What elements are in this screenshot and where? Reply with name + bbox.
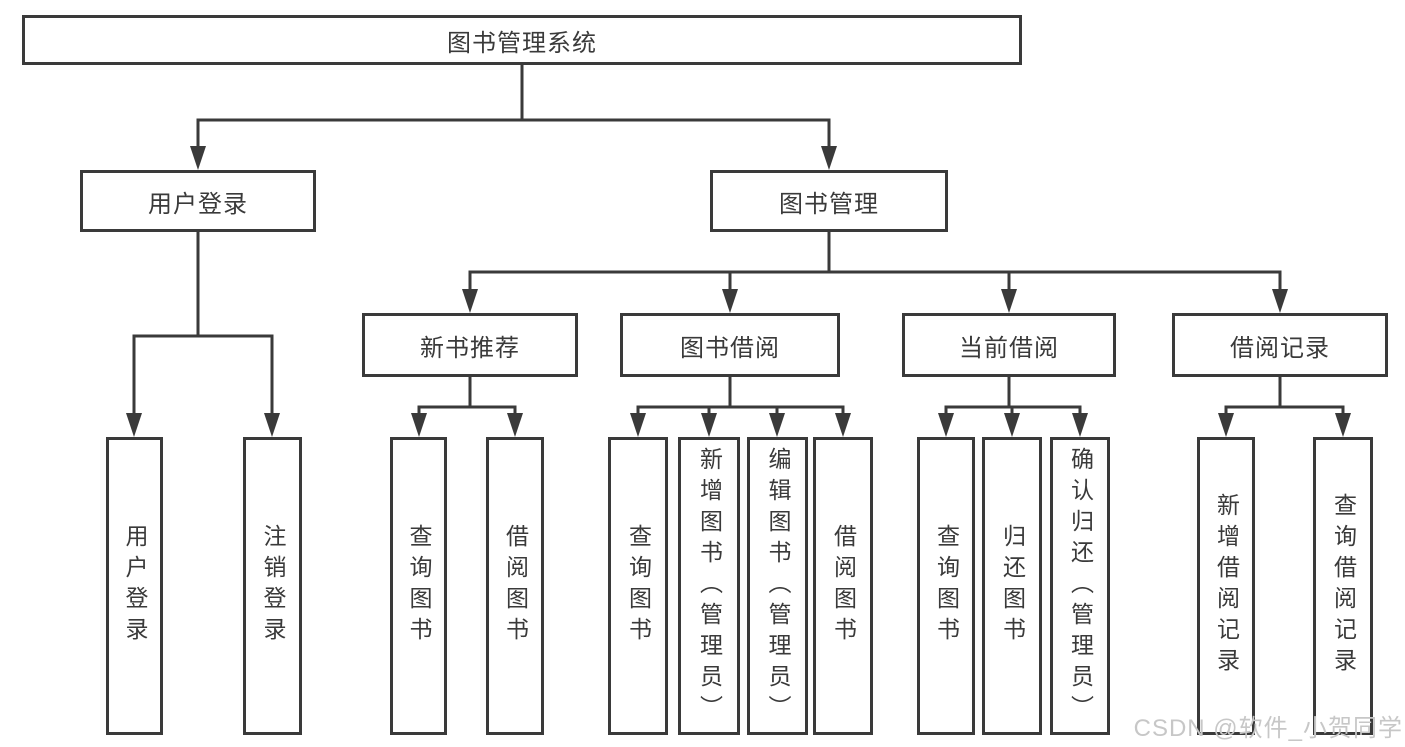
arrowhead-icon (722, 289, 738, 313)
connector (411, 375, 523, 437)
node-user-login: 用户登录 (80, 170, 316, 232)
leaf-return-books: 归还图书 (982, 437, 1042, 735)
leaf-query-borrow-record: 查询借阅记录 (1313, 437, 1373, 735)
arrowhead-icon (1272, 289, 1288, 313)
node-root-label: 图书管理系统 (447, 29, 597, 57)
connector (938, 375, 1088, 437)
arrowhead-icon (1004, 413, 1020, 437)
node-new-book-recommend: 新书推荐 (362, 313, 578, 377)
arrowhead-icon (126, 413, 142, 437)
arrowhead-icon (769, 413, 785, 437)
leaf-query-borrow-record-label: 查询借阅记录 (1330, 493, 1357, 679)
arrowhead-icon (938, 413, 954, 437)
leaf-confirm-return-admin-label: 确认归还（管理员） (1067, 446, 1094, 726)
leaf-edit-book-admin: 编辑图书（管理员） (747, 437, 808, 735)
arrowhead-icon (411, 413, 427, 437)
node-new-book-recommend-label: 新书推荐 (420, 334, 520, 362)
node-book-management-label: 图书管理 (779, 190, 879, 218)
watermark: CSDN @软件_小贺同学 (1133, 715, 1403, 742)
leaf-edit-book-admin-label: 编辑图书（管理员） (765, 446, 791, 726)
leaf-query-books-3: 查询图书 (917, 437, 975, 735)
arrowhead-icon (1218, 413, 1234, 437)
leaf-add-borrow-record-label: 新增借阅记录 (1213, 493, 1240, 679)
arrowhead-icon (630, 413, 646, 437)
connector (462, 230, 1288, 313)
leaf-query-books-1-label: 查询图书 (406, 524, 432, 648)
connector (190, 63, 837, 170)
arrowhead-icon (1072, 413, 1088, 437)
leaf-query-books-1: 查询图书 (390, 437, 447, 735)
leaf-borrow-books-2-label: 借阅图书 (830, 524, 857, 648)
arrowhead-icon (190, 146, 206, 170)
connector (1218, 375, 1351, 437)
leaf-borrow-books-1-label: 借阅图书 (502, 524, 529, 648)
leaf-borrow-books-2: 借阅图书 (813, 437, 873, 735)
leaf-borrow-books-1: 借阅图书 (486, 437, 544, 735)
leaf-add-book-admin-label: 新增图书（管理员） (696, 446, 723, 726)
leaf-add-book-admin: 新增图书（管理员） (678, 437, 740, 735)
arrowhead-icon (507, 413, 523, 437)
connector (630, 375, 851, 437)
leaf-user-login: 用户登录 (106, 437, 163, 735)
arrowhead-icon (701, 413, 717, 437)
node-book-borrow-label: 图书借阅 (680, 334, 780, 362)
node-book-management: 图书管理 (710, 170, 948, 232)
leaf-logout-login: 注销登录 (243, 437, 302, 735)
leaf-add-borrow-record: 新增借阅记录 (1197, 437, 1255, 735)
node-user-login-label: 用户登录 (148, 190, 248, 218)
node-current-borrow-label: 当前借阅 (959, 334, 1059, 362)
node-book-borrow: 图书借阅 (620, 313, 840, 377)
leaf-return-books-label: 归还图书 (999, 524, 1026, 648)
node-current-borrow: 当前借阅 (902, 313, 1116, 377)
leaf-query-books-2-label: 查询图书 (625, 524, 652, 648)
arrowhead-icon (1335, 413, 1351, 437)
arrowhead-icon (1001, 289, 1017, 313)
arrowhead-icon (835, 413, 851, 437)
node-borrow-records: 借阅记录 (1172, 313, 1388, 377)
node-borrow-records-label: 借阅记录 (1230, 334, 1330, 362)
leaf-query-books-3-label: 查询图书 (933, 524, 960, 648)
arrowhead-icon (462, 289, 478, 313)
leaf-user-login-label: 用户登录 (122, 524, 148, 648)
leaf-logout-login-label: 注销登录 (260, 524, 286, 648)
arrowhead-icon (264, 413, 280, 437)
arrowhead-icon (821, 146, 837, 170)
leaf-confirm-return-admin: 确认归还（管理员） (1050, 437, 1110, 735)
connector (126, 230, 280, 437)
node-root: 图书管理系统 (22, 15, 1022, 65)
leaf-query-books-2: 查询图书 (608, 437, 668, 735)
